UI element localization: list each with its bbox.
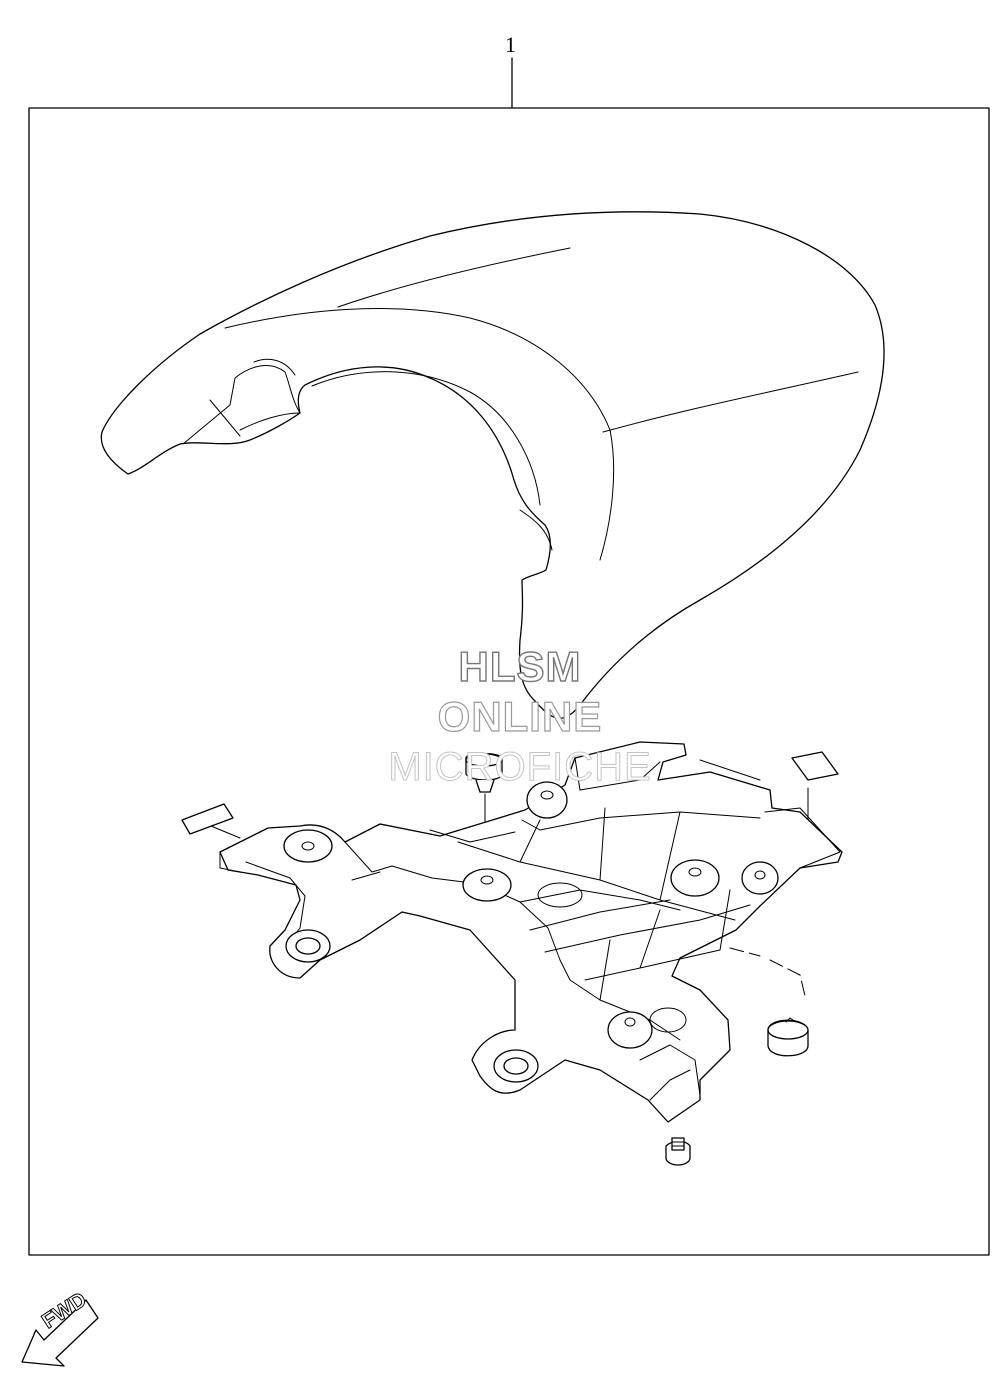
rubber-cushion-icon[interactable] bbox=[729, 947, 809, 1057]
watermark-line-3: MICROFICHE bbox=[388, 745, 652, 790]
screw-icon[interactable] bbox=[665, 1137, 691, 1166]
watermark-line-2: ONLINE bbox=[437, 692, 603, 740]
rubber-cushion-icon[interactable] bbox=[465, 752, 503, 871]
watermark-line-1: HLSM bbox=[458, 642, 582, 690]
kit-frame bbox=[28, 107, 990, 1256]
seat-cover-icon[interactable] bbox=[100, 211, 885, 719]
pad-icon[interactable] bbox=[791, 751, 839, 827]
bracket-icon[interactable] bbox=[219, 741, 843, 1123]
callout-label-1[interactable]: 1 bbox=[505, 32, 516, 57]
pad-icon[interactable] bbox=[181, 803, 241, 839]
fwd-arrow-icon bbox=[21, 1299, 99, 1367]
